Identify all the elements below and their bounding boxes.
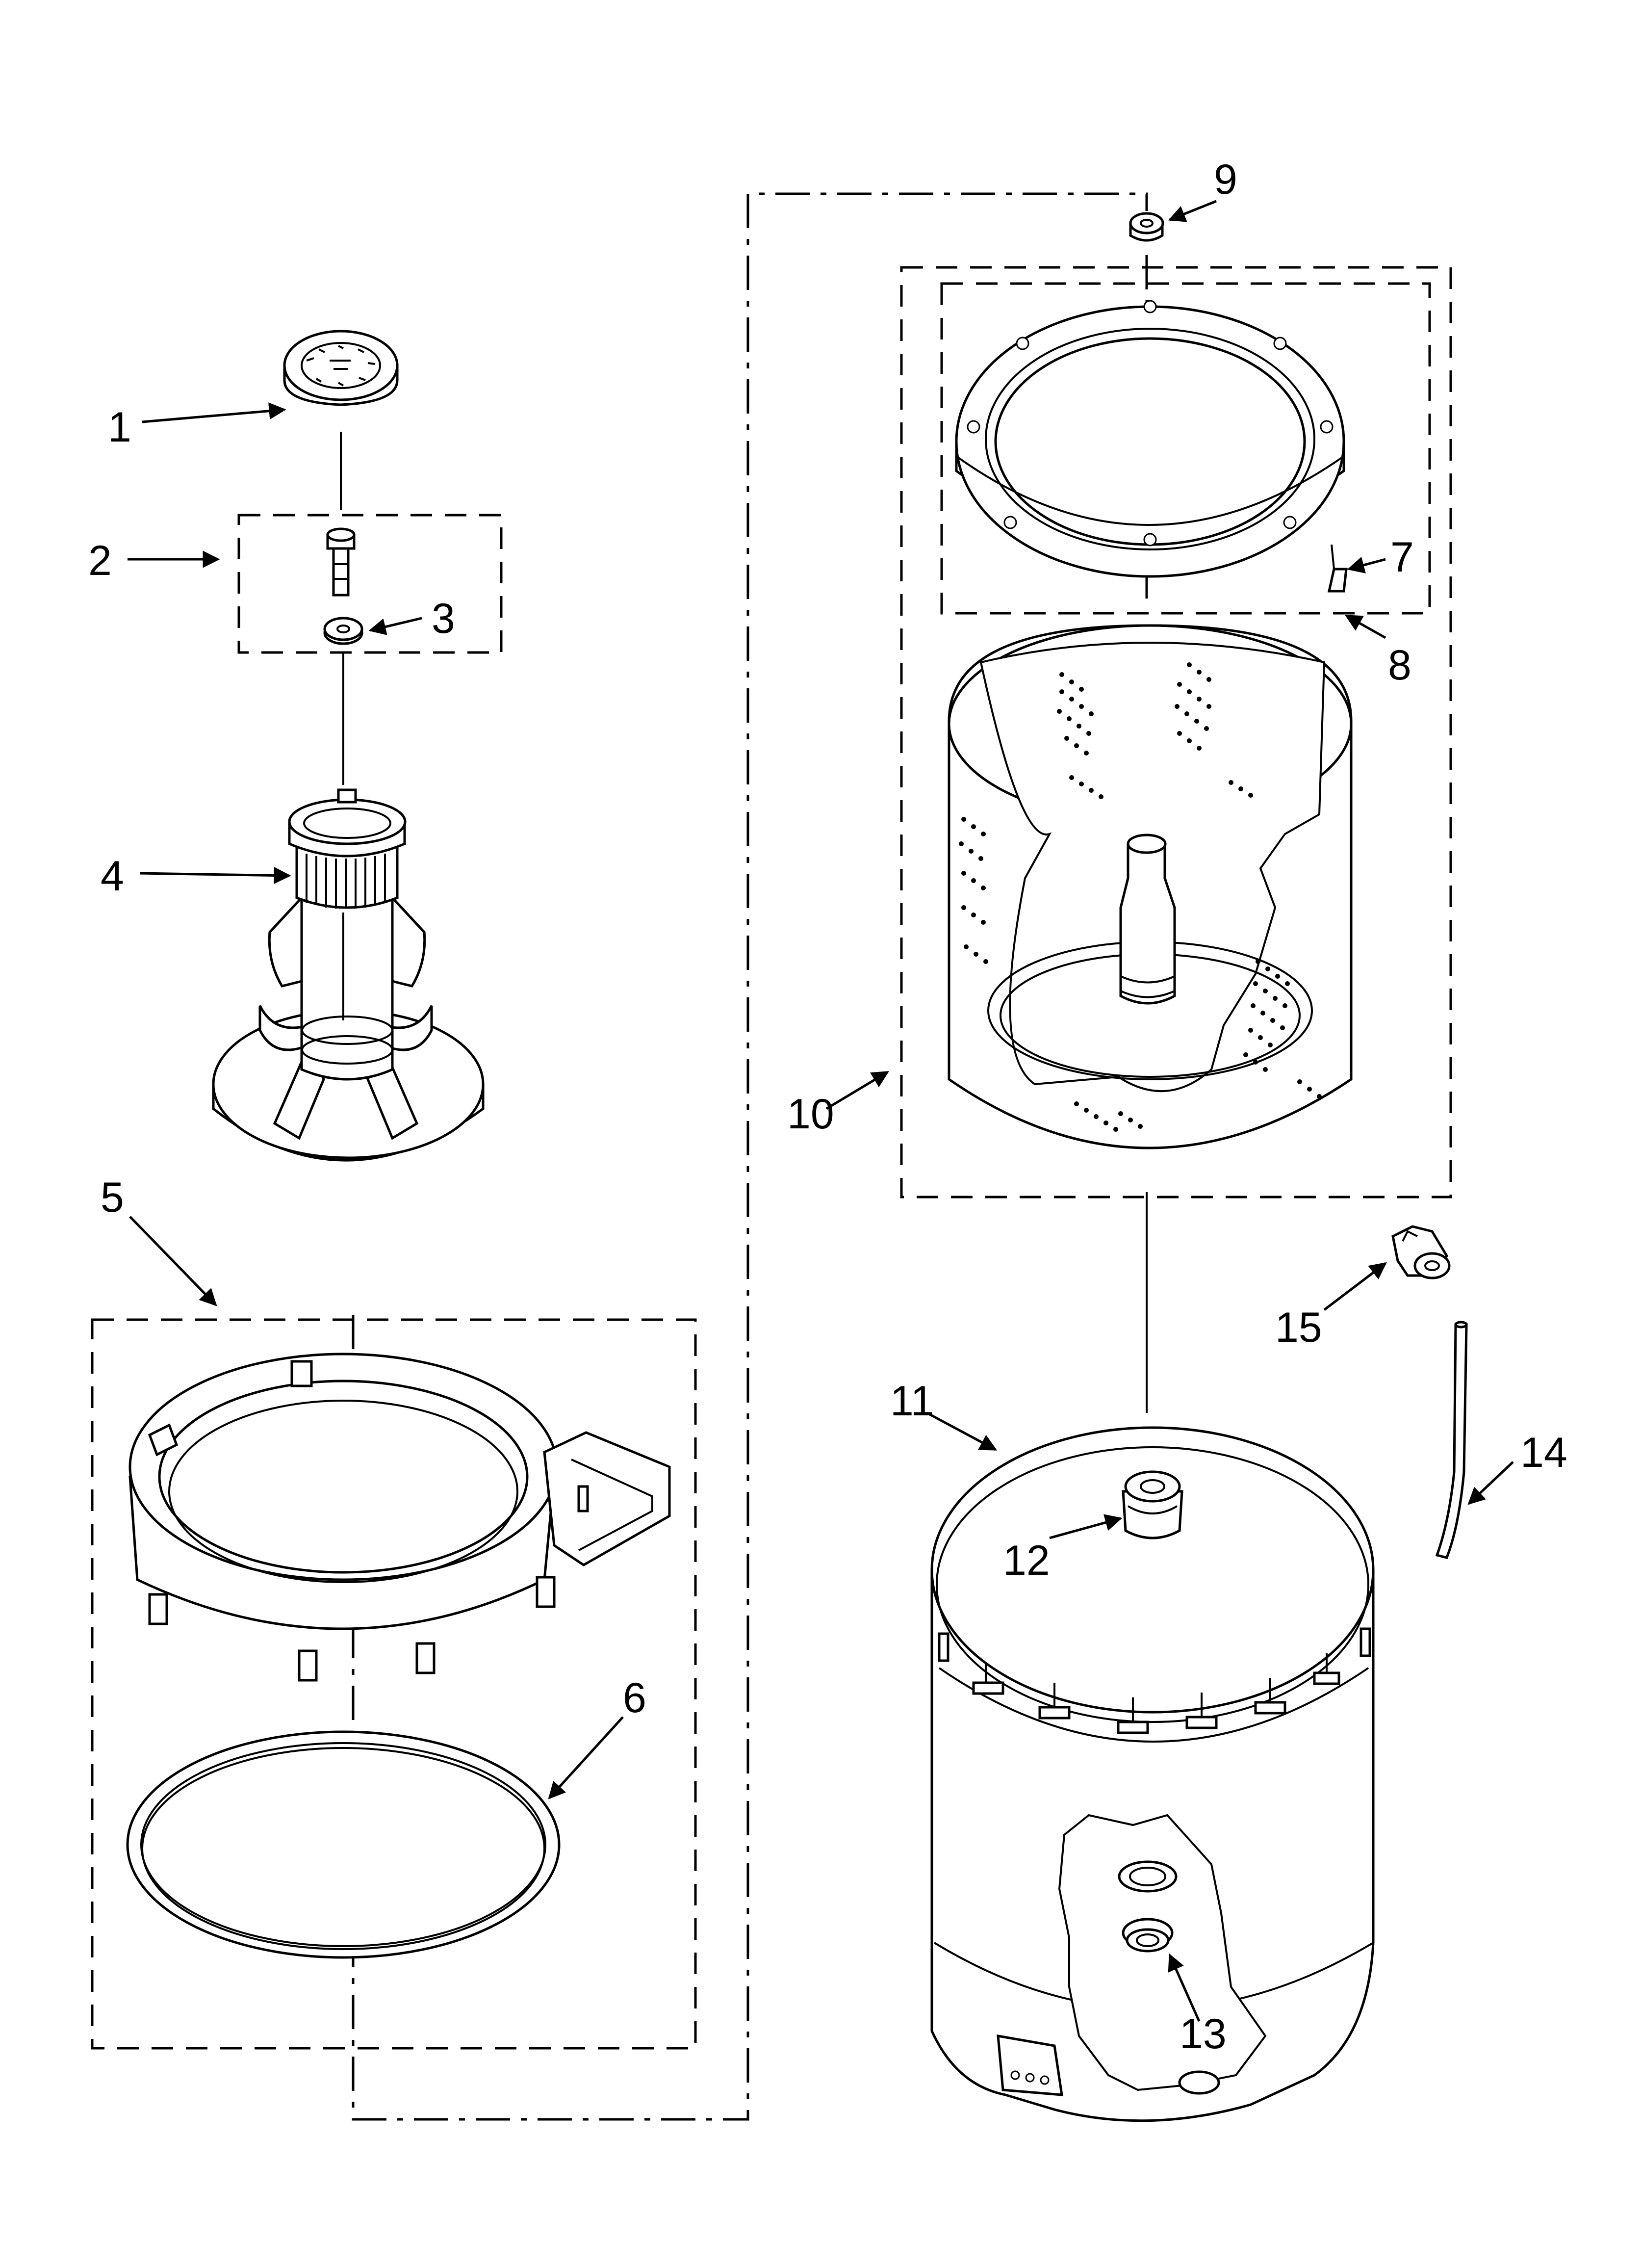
callout-10: 10 xyxy=(787,1091,834,1138)
callout-8: 8 xyxy=(1388,642,1411,689)
agitator-cap-part-1 xyxy=(283,330,399,406)
group-box-5 xyxy=(91,1318,697,2050)
callout-14: 14 xyxy=(1520,1429,1567,1476)
callout-9: 9 xyxy=(1214,156,1237,203)
group-box-2 xyxy=(237,514,503,654)
callout-13: 13 xyxy=(1180,2010,1227,2058)
callout-3: 3 xyxy=(432,595,455,642)
tub-ring-part-5 xyxy=(128,1353,671,1682)
leader-arrows xyxy=(128,200,1514,2022)
callout-12: 12 xyxy=(1003,1537,1050,1584)
callout-1: 1 xyxy=(108,404,131,451)
callout-11: 11 xyxy=(890,1378,934,1425)
hose-part-14 xyxy=(1435,1321,1468,1559)
callout-2: 2 xyxy=(88,537,112,584)
callout-7: 7 xyxy=(1390,534,1414,581)
wash-basket-part-10 xyxy=(948,624,1353,1149)
callout-4: 4 xyxy=(101,853,124,900)
nut-part-9 xyxy=(1129,212,1164,242)
bolt-part-2 xyxy=(326,527,356,597)
balance-ring-part-8 xyxy=(955,300,1345,578)
ring-seal-part-6 xyxy=(126,1730,561,1959)
callout-15: 15 xyxy=(1275,1304,1322,1351)
clip-part-7 xyxy=(1327,544,1348,593)
group-box-8 xyxy=(940,282,1431,615)
agitator-part-4 xyxy=(212,788,485,1162)
callout-labels: 1 2 3 4 5 6 7 8 9 10 11 12 13 14 15 xyxy=(88,156,1567,2058)
washer-part-3 xyxy=(323,617,363,645)
seal-part-12 xyxy=(1122,1470,1183,1539)
callout-5: 5 xyxy=(101,1174,124,1221)
callout-6: 6 xyxy=(623,1674,646,1721)
outer-tub-part-11 xyxy=(930,1426,1375,2122)
hose-clamp-part-15 xyxy=(1391,1225,1451,1279)
group-box-10 xyxy=(900,266,1452,1199)
